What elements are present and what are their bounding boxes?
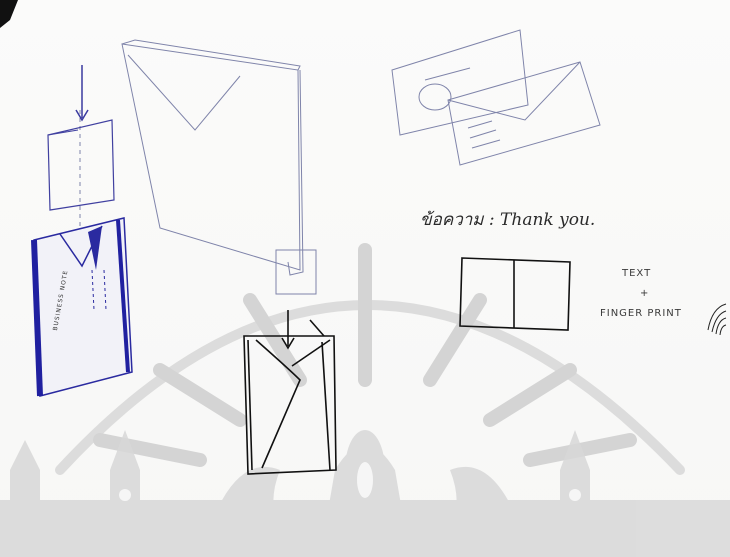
plus-label: + xyxy=(640,288,649,299)
envelope-sketch xyxy=(244,310,336,474)
blue-package xyxy=(34,218,132,396)
down-arrow-icon xyxy=(76,65,88,120)
open-card-sketch xyxy=(460,258,570,330)
text-label: TEXT xyxy=(622,268,651,279)
fingerprint-icon xyxy=(708,304,726,335)
thank-you-note: ข้อความ : Thank you. xyxy=(420,206,595,233)
fingerprint-label: FINGER PRINT xyxy=(600,308,682,319)
